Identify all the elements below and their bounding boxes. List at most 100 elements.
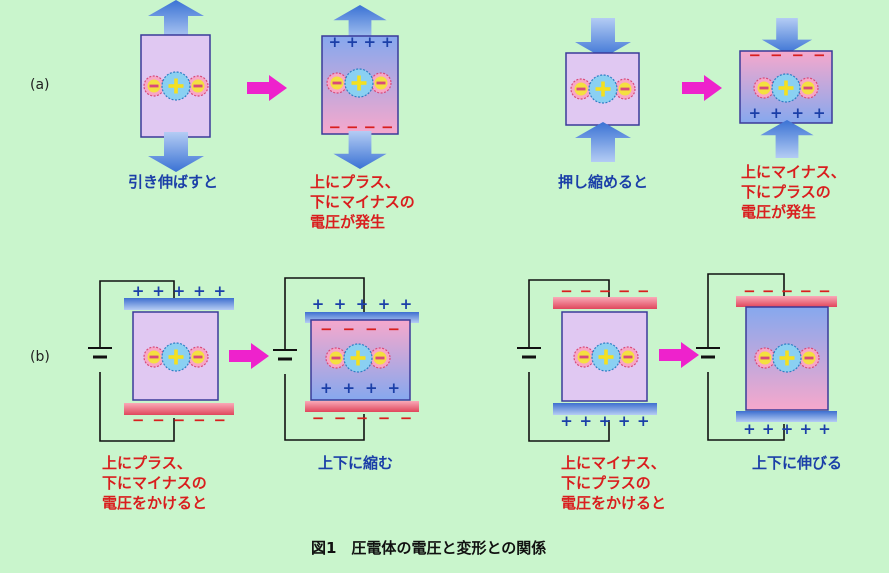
arrow-right-icon [682, 75, 722, 101]
plus-charge-icon: + [791, 104, 805, 122]
caption-apply-plus-top: 上にプラス、 下にマイナスの 電圧をかけると [102, 454, 208, 512]
plus-charge-row: +++++ [307, 296, 417, 312]
plus-charge-icon: + [342, 379, 356, 397]
ion-cluster [573, 342, 639, 372]
plus-charge-icon: + [213, 282, 227, 300]
plus-charge-icon: + [328, 33, 342, 51]
plus-charge-row: +++++ [128, 283, 230, 299]
minus-charge-icon: − [152, 411, 165, 429]
minus-charge-icon: − [311, 409, 325, 427]
panel-a-compress-result [739, 18, 833, 158]
plus-charge-icon: + [818, 420, 831, 438]
ion-cluster [570, 74, 636, 104]
caption-compress: 押し縮めると [558, 173, 649, 191]
minus-charge-row: −−−−− [740, 283, 834, 299]
top-electrode [553, 297, 657, 309]
minus-charge-row: −−−− [315, 321, 405, 337]
caption-apply-minus-top: 上にマイナス、 下にプラスの 電圧をかけると [561, 454, 667, 512]
caption-compress-result: 上にマイナス、 下にプラスの 電圧が発生 [741, 163, 846, 221]
arrow-up-icon [148, 0, 204, 40]
minus-charge-icon: − [617, 282, 631, 300]
arrow-right-icon [659, 342, 699, 368]
plus-charge-icon: + [152, 282, 165, 300]
minus-charge-icon: − [355, 409, 369, 427]
caption-stretch-result: 上にプラス、 下にマイナスの 電圧が発生 [310, 173, 415, 231]
top-electrode [305, 312, 419, 323]
minus-charge-icon: − [560, 282, 573, 300]
plus-charge-icon: + [743, 420, 756, 438]
bottom-electrode [736, 411, 837, 422]
circuit-b-shrink [271, 277, 419, 441]
minus-charge-icon: − [380, 118, 394, 136]
circuit-b-minus-top [515, 279, 657, 442]
row-label-b: (b) [30, 349, 50, 365]
arrow-up-icon [575, 122, 631, 162]
ion-cluster [325, 343, 391, 373]
minus-charge-icon: − [743, 282, 756, 300]
ion-cluster [143, 71, 209, 101]
minus-charge-icon: − [780, 282, 794, 300]
minus-charge-icon: − [345, 118, 359, 136]
battery-icon [515, 346, 543, 359]
plus-charge-row: ++++ [326, 34, 396, 50]
plus-charge-icon: + [380, 33, 394, 51]
ion-cluster [143, 342, 209, 372]
top-electrode [124, 298, 234, 310]
arrow-down-icon [148, 132, 204, 172]
plus-charge-icon: + [193, 282, 206, 300]
plus-charge-icon: + [617, 412, 631, 430]
battery-icon [271, 348, 299, 361]
plus-charge-row: +++++ [740, 421, 834, 437]
plus-charge-icon: + [131, 282, 145, 300]
minus-charge-icon: − [213, 411, 227, 429]
plus-charge-row: ++++ [315, 380, 405, 396]
minus-charge-row: −−−−− [557, 283, 653, 299]
arrow-right-icon [247, 75, 287, 101]
bottom-electrode [124, 403, 234, 415]
figure-title: 図1 圧電体の電圧と変形との関係 [311, 539, 547, 557]
minus-charge-icon: − [761, 282, 775, 300]
minus-charge-icon: − [328, 118, 342, 136]
minus-charge-row: −−−− [744, 47, 830, 63]
arrow-up-icon [760, 120, 814, 158]
caption-shrink: 上下に縮む [318, 454, 394, 472]
ion-cluster [753, 73, 819, 103]
panel-a-stretch [140, 0, 211, 172]
plus-charge-icon: + [333, 295, 347, 313]
plus-charge-icon: + [579, 412, 593, 430]
plus-charge-row: +++++ [557, 413, 653, 429]
plus-charge-icon: + [748, 104, 762, 122]
plus-charge-icon: + [364, 379, 378, 397]
plus-charge-icon: + [311, 295, 325, 313]
minus-charge-icon: − [579, 282, 593, 300]
plus-charge-icon: + [598, 412, 612, 430]
minus-charge-row: −−−−− [307, 410, 417, 426]
top-electrode [736, 296, 837, 307]
minus-charge-icon: − [342, 320, 356, 338]
minus-charge-row: −−−−− [128, 412, 230, 428]
plus-charge-icon: + [387, 379, 401, 397]
minus-charge-icon: − [791, 46, 805, 64]
caption-stretch-b: 上下に伸びる [752, 454, 843, 472]
plus-charge-row: ++++ [744, 105, 830, 121]
battery-icon [694, 346, 722, 359]
minus-charge-icon: − [598, 282, 612, 300]
plus-charge-icon: + [560, 412, 573, 430]
plus-charge-icon: + [799, 420, 813, 438]
minus-charge-icon: − [131, 411, 145, 429]
plus-charge-icon: + [345, 33, 359, 51]
circuit-b-stretch [694, 273, 837, 441]
minus-charge-icon: − [319, 320, 333, 338]
minus-charge-icon: − [769, 46, 783, 64]
minus-charge-icon: − [333, 409, 347, 427]
row-label-a: (a) [30, 77, 50, 93]
plus-charge-icon: + [761, 420, 775, 438]
minus-charge-icon: − [387, 320, 401, 338]
arrow-down-icon [333, 131, 387, 169]
minus-charge-icon: − [172, 411, 186, 429]
ion-cluster [754, 343, 820, 373]
plus-charge-icon: + [363, 33, 377, 51]
battery-icon [86, 346, 114, 359]
minus-charge-icon: − [399, 409, 413, 427]
